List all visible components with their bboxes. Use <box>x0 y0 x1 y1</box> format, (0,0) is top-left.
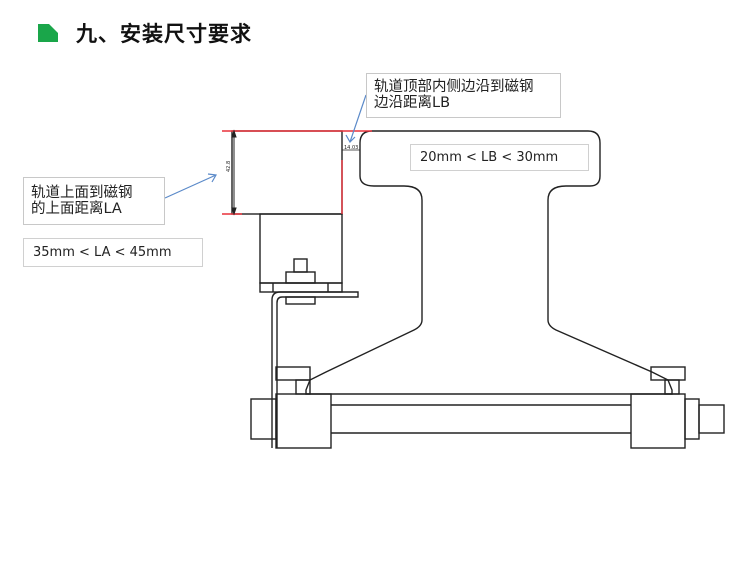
la-range-label: 35mm < LA < 45mm <box>23 238 203 267</box>
right-clamp-top <box>650 366 686 381</box>
sensor-nut <box>285 271 316 284</box>
la-description-line2: 的上面距离LA <box>31 201 122 217</box>
la-description-line1: 轨道上面到磁钢 <box>31 185 133 201</box>
la-callout-arrow <box>164 174 217 199</box>
lb-range-label: 20mm < LB < 30mm <box>410 144 589 171</box>
section-header: 九、安装尺寸要求 <box>38 18 252 48</box>
right-clamp-block <box>630 393 686 449</box>
lb-description-callout: 轨道顶部内侧边沿到磁钢 边沿距离LB <box>366 73 561 118</box>
sensor-bolt <box>293 258 308 273</box>
la-dimension-value: 42.8 <box>226 161 232 172</box>
section-title: 九、安装尺寸要求 <box>76 22 252 46</box>
lb-description-line1: 轨道顶部内侧边沿到磁钢 <box>374 79 534 95</box>
left-clamp-block <box>275 393 332 449</box>
lb-dimension-value: 14.03 <box>344 145 358 151</box>
left-nut <box>250 398 277 440</box>
la-description-callout: 轨道上面到磁钢 的上面距离LA <box>23 177 165 225</box>
lb-callout-arrow <box>349 94 367 143</box>
magnet-sensor-body <box>231 130 343 215</box>
right-bolt-end <box>698 404 725 434</box>
left-clamp-top <box>275 366 311 381</box>
lb-description-line2: 边沿距离LB <box>374 95 451 111</box>
bracket <box>271 291 359 448</box>
green-marker-icon <box>38 24 58 42</box>
right-nut <box>684 398 700 440</box>
sensor-washer <box>285 296 316 305</box>
